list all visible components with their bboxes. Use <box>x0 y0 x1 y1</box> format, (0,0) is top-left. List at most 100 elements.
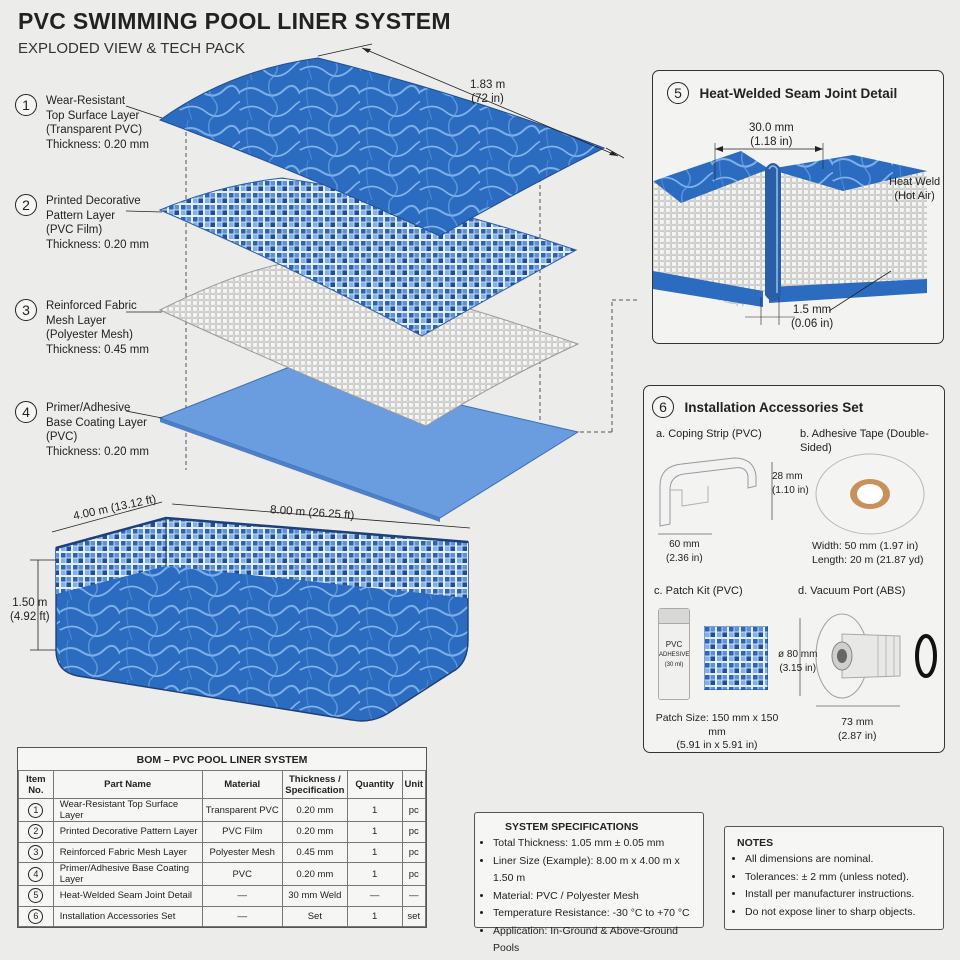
spec-item: Application: In-Ground & Above-Ground Po… <box>493 923 703 958</box>
note-item: Do not expose liner to sharp objects. <box>745 904 943 922</box>
layer-3-line-3: (Polyester Mesh) <box>46 329 133 341</box>
note-item: Install per manufacturer instructions. <box>745 886 943 904</box>
row-unit: pc <box>401 821 427 843</box>
table-row: 3 Reinforced Fabric Mesh Layer Polyester… <box>18 841 427 863</box>
row-unit: — <box>401 885 427 907</box>
row-qty: 1 <box>346 862 403 886</box>
layer-2-number: 2 <box>15 194 37 216</box>
pool-depth-dimension: 1.50 m (4.92 ft) <box>10 596 50 624</box>
coping-height-in: (1.10 in) <box>772 484 809 496</box>
coping-height-dimension: 28 mm (1.10 in) <box>772 470 809 497</box>
pool-depth-m: 1.50 m <box>12 597 48 609</box>
adhesive-tape-graphic <box>815 453 925 535</box>
table-row: 2 Printed Decorative Pattern Layer PVC F… <box>18 821 427 843</box>
accessories-number: 6 <box>652 396 674 418</box>
spec-item: Material: PVC / Polyester Mesh <box>493 888 703 906</box>
bom-title: BOM – PVC POOL LINER SYSTEM <box>136 754 308 766</box>
spec-item: Liner Size (Example): 8.00 m x 4.00 m x … <box>493 853 703 888</box>
row-number: 3 <box>28 844 44 860</box>
port-length-dimension: 73 mm (2.87 in) <box>838 716 877 743</box>
bom-header-part: Part Name <box>52 770 203 799</box>
seam-number: 5 <box>667 82 689 104</box>
row-material: PVC <box>201 862 283 886</box>
seam-overlap-dimension: 30.0 mm (1.18 in) <box>749 121 794 149</box>
accessories-panel: 6 Installation Accessories Set a. Coping… <box>643 385 945 753</box>
row-unit: pc <box>401 841 427 863</box>
sheet-width-m: 1.83 m <box>470 79 506 91</box>
adhesive-tape-label: b. Adhesive Tape (Double-Sided) <box>800 428 929 454</box>
layer-3-label: 3 Reinforced Fabric Mesh Layer (Polyeste… <box>15 299 149 357</box>
bom-header-item: Item No. <box>18 770 54 799</box>
adhesive-tube: PVC ADHESIVE (30 ml) <box>658 608 690 700</box>
tube-line-1: PVC <box>665 640 683 649</box>
notes-title: NOTES <box>737 837 774 849</box>
heat-weld-line-1: Heat Weld <box>889 176 941 188</box>
port-diameter-dimension: ø 80 mm (3.15 in) <box>778 648 817 675</box>
row-number: 5 <box>28 888 44 904</box>
note-item: All dimensions are nominal. <box>745 851 943 869</box>
layer-2-line-3: (PVC Film) <box>46 224 103 236</box>
layer-1-label: 1 Wear-Resistant Top Surface Layer (Tran… <box>15 94 149 152</box>
table-row: 1 Wear-Resistant Top Surface Layer Trans… <box>18 798 427 822</box>
layer-3-thickness: Thickness: 0.45 mm <box>46 343 149 356</box>
table-row: 5 Heat-Welded Seam Joint Detail — 30 mm … <box>18 885 427 907</box>
table-row: 6 Installation Accessories Set — Set 1 s… <box>18 905 427 927</box>
pool-depth-ft: (4.92 ft) <box>10 611 50 623</box>
coping-strip-graphic <box>658 457 773 535</box>
bom-header-material: Material <box>201 770 283 799</box>
row-qty: 1 <box>346 905 403 927</box>
row-part-name: Primer/Adhesive Base Coating Layer <box>52 862 203 886</box>
spec-item: Total Thickness: 1.05 mm ± 0.05 mm <box>493 835 703 853</box>
tube-line-2: ADHESIVE <box>659 652 690 658</box>
tube-text: PVC ADHESIVE (30 ml) <box>659 640 689 670</box>
row-spec: 0.20 mm <box>281 821 348 843</box>
tape-width: Width: 50 mm (1.97 in) <box>812 540 919 552</box>
heat-weld-line-2: (Hot Air) <box>894 190 935 202</box>
layer-1-line-2: Top Surface Layer <box>46 109 140 122</box>
note-item: Tolerances: ± 2 mm (unless noted). <box>745 869 943 887</box>
seam-title-row: 5 Heat-Welded Seam Joint Detail <box>667 82 897 104</box>
row-part-name: Reinforced Fabric Mesh Layer <box>52 841 203 863</box>
tape-specs: Width: 50 mm (1.97 in) Length: 20 m (21.… <box>812 540 924 567</box>
bom-header-unit: Unit <box>401 770 427 799</box>
sheet-width-in: (72 in) <box>471 93 504 105</box>
bom-header-spec: Thickness / Specification <box>281 770 348 799</box>
seam-thickness-mm: 1.5 mm <box>792 304 832 316</box>
row-spec: 30 mm Weld <box>281 885 348 907</box>
row-material: — <box>201 905 283 927</box>
exploded-view-graphic <box>30 43 640 722</box>
system-specifications-box: SYSTEM SPECIFICATIONS Total Thickness: 1… <box>474 812 704 954</box>
row-part-name: Wear-Resistant Top Surface Layer <box>52 798 203 822</box>
layer-2-line-1: Printed Decorative <box>46 195 141 207</box>
tube-line-3: (30 ml) <box>664 662 684 668</box>
port-length-mm: 73 mm <box>841 716 874 728</box>
row-spec: 0.45 mm <box>281 841 348 863</box>
patch-square <box>704 626 768 690</box>
layer-2-thickness: Thickness: 0.20 mm <box>46 238 149 251</box>
row-part-name: Heat-Welded Seam Joint Detail <box>52 885 203 907</box>
layer-4-label: 4 Primer/Adhesive Base Coating Layer (PV… <box>15 401 149 459</box>
port-length-in: (2.87 in) <box>838 729 877 742</box>
spec-item: Temperature Resistance: -30 °C to +70 °C <box>493 905 703 923</box>
layer-2-label: 2 Printed Decorative Pattern Layer (PVC … <box>15 194 149 252</box>
coping-height-mm: 28 mm <box>772 471 803 482</box>
decorative-pattern-layer <box>158 177 578 337</box>
patch-size: Patch Size: 150 mm x 150 mm (5.91 in x 5… <box>652 712 782 753</box>
notes-box: NOTES All dimensions are nominal. Tolera… <box>724 826 944 930</box>
layer-3-line-2: Mesh Layer <box>46 314 107 327</box>
row-number: 6 <box>28 908 44 924</box>
page-title: PVC SWIMMING POOL LINER SYSTEM <box>18 8 451 34</box>
seam-thickness-in: (0.06 in) <box>791 318 834 330</box>
row-qty: 1 <box>346 841 403 863</box>
accessories-title: Installation Accessories Set <box>684 400 864 415</box>
patch-size-in: (5.91 in x 5.91 in) <box>676 739 758 751</box>
row-number: 4 <box>28 866 44 882</box>
table-row: 4 Primer/Adhesive Base Coating Layer PVC… <box>18 862 427 886</box>
seam-thickness-dimension: 1.5 mm (0.06 in) <box>791 303 833 331</box>
seam-overlap-mm: 30.0 mm <box>749 122 794 134</box>
heat-weld-label: Heat Weld (Hot Air) <box>889 175 940 203</box>
layer-4-number: 4 <box>15 401 37 423</box>
row-material: — <box>201 885 283 907</box>
layer-1-number: 1 <box>15 94 37 116</box>
seam-overlap-in: (1.18 in) <box>750 136 793 148</box>
